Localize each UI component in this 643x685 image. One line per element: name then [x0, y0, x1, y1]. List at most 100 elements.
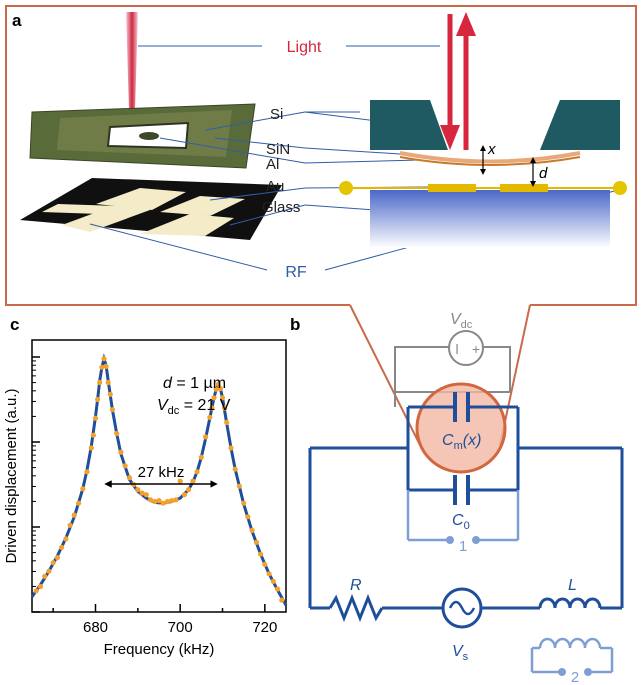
data-point — [107, 391, 113, 397]
data-point — [211, 395, 217, 401]
data-point — [147, 497, 154, 503]
data-point — [99, 364, 105, 370]
data-point — [50, 560, 56, 566]
panel-a-frame — [5, 5, 637, 306]
data-point — [71, 512, 77, 518]
au-electrode-4 — [140, 214, 234, 236]
data-point — [173, 497, 179, 503]
data-point — [109, 407, 115, 413]
data-point — [97, 379, 103, 386]
data-point — [152, 498, 158, 505]
data-point — [143, 492, 149, 498]
data-point — [194, 469, 200, 475]
al-layer — [399, 156, 581, 166]
label-x: x — [487, 141, 496, 158]
data-point — [118, 449, 124, 455]
inductor-label: L — [568, 577, 577, 594]
circuit-wires — [308, 405, 624, 610]
electrode-plate — [20, 178, 282, 240]
capacitor-plates — [453, 392, 470, 505]
sin-membrane — [399, 151, 581, 164]
cm-label: Cm(x) — [442, 432, 481, 452]
cross-section: x d — [339, 12, 627, 248]
vdc-source-icon — [448, 330, 484, 366]
data-point — [95, 396, 101, 403]
y-axis-label: Driven displacement (a.u.) — [3, 388, 20, 563]
data-point — [228, 445, 234, 451]
panel-b: b Vdc l + — [290, 311, 624, 685]
label-d: d — [539, 165, 548, 182]
data-point — [207, 414, 213, 420]
data-point — [236, 483, 242, 489]
data-point — [33, 588, 39, 594]
data-point — [42, 573, 48, 579]
data-point — [186, 487, 192, 493]
data-point — [135, 487, 141, 493]
annotation-d: d = 1 µm — [163, 375, 226, 392]
label-al: Al — [266, 156, 279, 173]
y-ticks — [32, 356, 40, 613]
inductor-icon — [538, 597, 602, 609]
ac-sine-icon — [448, 600, 476, 616]
label-au: Au — [266, 178, 284, 195]
data-point — [103, 363, 109, 369]
data-point — [219, 395, 226, 401]
c0-label: C0 — [452, 512, 470, 532]
x-tick-label: 720 — [252, 619, 277, 636]
data-point — [63, 536, 69, 542]
vs-label: Vs — [452, 643, 469, 663]
light-reflected-head — [456, 12, 476, 36]
data-point — [190, 478, 196, 484]
label-sin: SiN — [266, 141, 290, 158]
port-1-label: 1 — [459, 538, 467, 555]
data-point — [222, 405, 228, 411]
data-point — [258, 551, 264, 557]
label-si: Si — [270, 106, 283, 123]
fit-curve — [30, 353, 288, 606]
port-1-wires — [406, 490, 520, 542]
vdc-minus-icon: l — [455, 341, 458, 357]
si-block-left — [370, 100, 448, 150]
panel-b-letter: b — [290, 315, 300, 334]
al-pad — [139, 132, 159, 140]
data-point — [274, 586, 281, 592]
light-incident-head — [440, 125, 460, 150]
data-point — [92, 415, 99, 421]
x-axis-label: Frequency (kHz) — [104, 641, 215, 658]
port-2-wires — [530, 646, 614, 674]
label-glass: Glass — [262, 199, 300, 216]
rf-contact-left — [339, 181, 353, 195]
glass-substrate — [370, 190, 610, 248]
annotation-vdc: Vdc = 21 V — [157, 397, 231, 417]
port-1-terminal-left — [446, 536, 454, 544]
data-point — [76, 500, 82, 506]
data-point — [279, 597, 285, 603]
data-point — [245, 514, 251, 520]
data-point — [203, 434, 209, 440]
resistor-label: R — [350, 577, 362, 594]
data-point — [217, 385, 223, 392]
data-point — [266, 571, 272, 577]
data-point — [84, 469, 90, 475]
panel-a-letter: a — [12, 11, 22, 30]
data-point — [249, 527, 255, 534]
port-2-label: 2 — [571, 669, 579, 685]
rf-contact-right — [613, 181, 627, 195]
au-pad-left — [428, 184, 476, 192]
laser-beam — [126, 12, 138, 110]
data-point — [46, 568, 52, 574]
data-point — [224, 419, 230, 426]
data-point — [139, 490, 145, 496]
data-point — [105, 379, 111, 386]
data-point — [262, 561, 268, 568]
data-point — [126, 475, 132, 481]
data-point — [88, 445, 94, 451]
data-point — [80, 486, 86, 492]
x-tick-label: 700 — [168, 619, 193, 636]
data-point — [232, 466, 238, 472]
data-points — [33, 356, 285, 603]
data-point — [181, 492, 187, 498]
data-point — [198, 454, 204, 460]
